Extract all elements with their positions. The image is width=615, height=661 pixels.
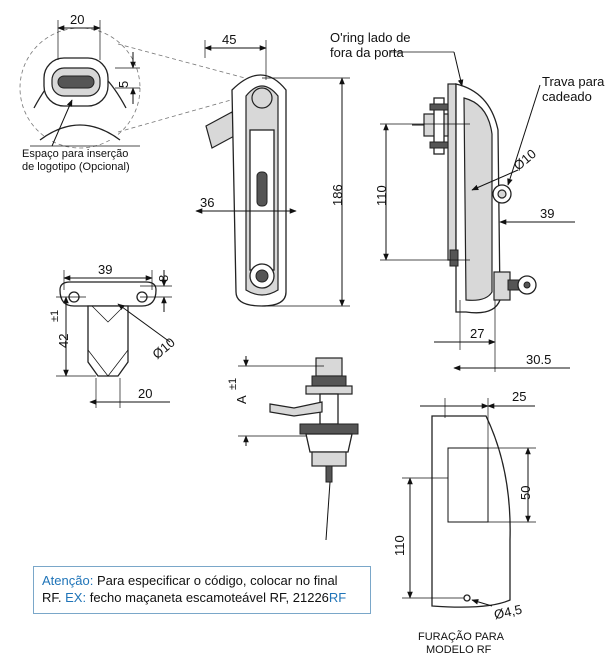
detail-lower-arc [39,124,121,141]
padlock-label-1: Trava para [542,74,605,89]
bracket-20-label: 20 [138,386,152,401]
handle-slot [256,171,268,207]
door-cutout-plate [431,415,511,608]
note-attention-label: Atenção: [42,573,94,588]
side-lock-shaft [433,97,445,155]
drilling-label-1: FURAÇÃO PARA [418,630,505,643]
handle-offset-label: 36 [200,195,214,210]
stem-nut-top [315,357,343,377]
drilling-label-2: MODELO RF [426,644,492,656]
attention-note: Atenção: Para especificar o código, colo… [33,566,371,614]
cutout-hole [463,594,471,602]
stem-shaft [319,393,339,425]
side-30-5-label: 30.5 [526,352,551,367]
cutout-110-label: 110 [392,535,407,556]
logo-detail-view: 20 5 Espaço para inserção de logotipo (O… [19,12,246,173]
handle-length-label: 186 [330,184,345,206]
bracket-width-label: 39 [98,262,112,277]
note-code-suffix: RF [328,590,347,605]
stem-lever [269,401,323,417]
handle-side-view: 110 Ø10 Trava para cadeado O'ring lado d… [330,30,605,372]
cutout-50-label: 50 [518,486,533,500]
side-depth-label: 39 [540,206,554,221]
detail-width-label: 20 [70,12,84,27]
lock-stem-view: A ±1 [227,356,359,541]
drilling-view: 25 50 110 Ø4,5 FURAÇÃO PARA MODELO RF [392,389,536,656]
note-text-1: Para especificar o código, colocar no fi… [93,573,338,588]
logo-space-label-2: de logotipo (Opcional) [22,161,130,173]
side-spacing-label: 110 [374,185,389,206]
handle-width-label: 45 [222,32,236,47]
bracket-view: 39 8 42 ±1 Ø10 20 [49,262,178,408]
stem-a-label: A [234,395,249,404]
side-27-label: 27 [470,326,484,341]
padlock-hole-label: Ø10 [510,146,538,173]
detail-logo-insert [57,75,95,89]
note-ex-label: EX: [65,590,87,605]
bracket-body [87,305,129,377]
oring-label-1: O'ring lado de [330,30,411,45]
padlock-label-2: cadeado [542,89,592,104]
handle-front-view: 45 186 36 [195,32,350,307]
note-text-2a: RF. [42,590,66,605]
note-text-2b: fecho maçaneta escamoteável RF, 21226 [86,590,329,605]
logo-space-label-1: Espaço para inserção [22,148,128,160]
cutout-hole-label: Ø4,5 [493,602,524,623]
handle-top-knob [251,87,273,109]
cutout-25-label: 25 [512,389,526,404]
key-hole-icon [255,269,269,283]
bracket-height-label: 42 [56,334,71,348]
bracket-tol-label: ±1 [49,310,61,322]
bracket-hole-label: Ø10 [149,335,177,362]
oring-label-2: fora da porta [330,45,404,60]
detail-depth-label: 5 [116,81,131,88]
stem-tol-label: ±1 [227,378,239,390]
stem-housing [305,433,353,453]
note-line-1: Atenção: Para especificar o código, colo… [42,572,362,589]
side-handle-inner [463,97,493,301]
bracket-8-label: 8 [156,275,171,282]
note-line-2: RF. EX: fecho maçaneta escamoteável RF, … [42,589,362,606]
door-panel [447,83,457,261]
stem-key [325,481,331,541]
cutout-rectangle [447,447,489,523]
